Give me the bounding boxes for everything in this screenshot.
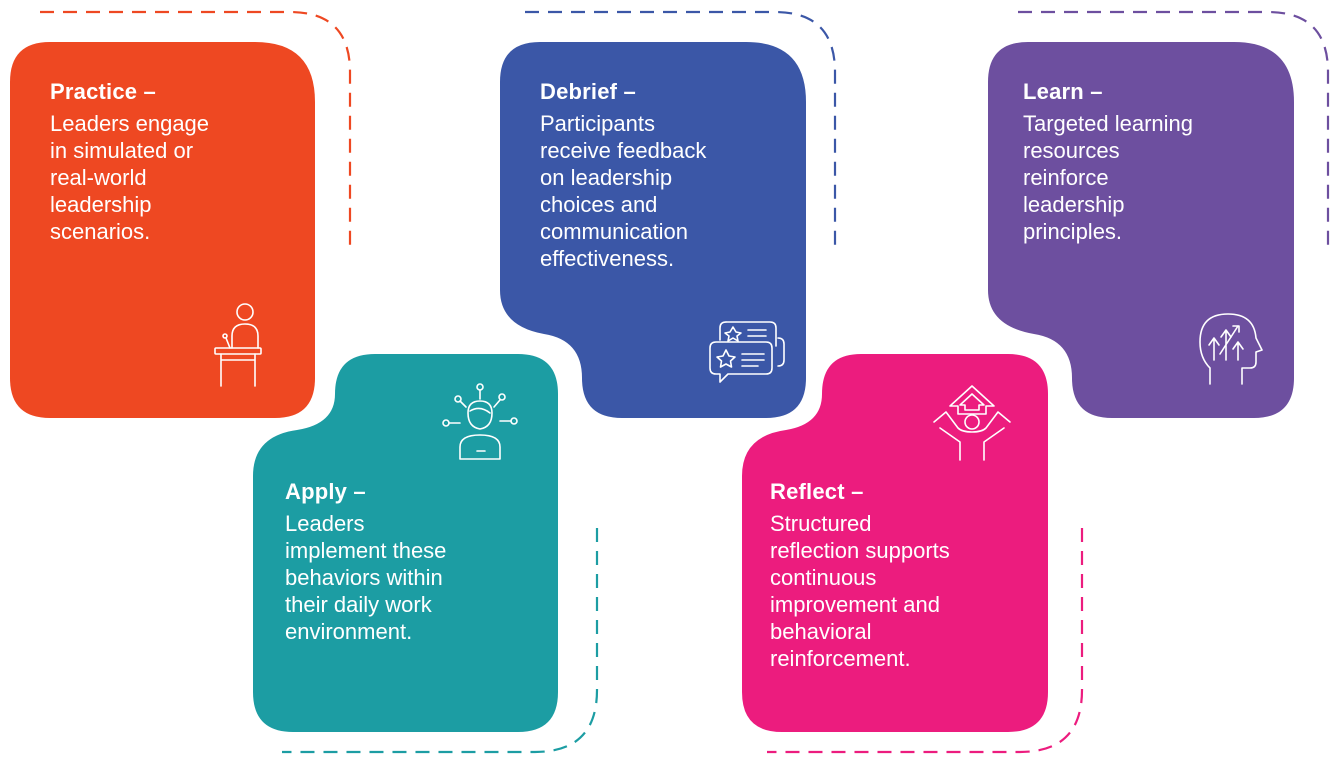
debrief-description: Participants receive feedback on leaders…	[540, 111, 707, 271]
learn-card-shape	[988, 42, 1294, 418]
apply-card-shape	[253, 354, 558, 732]
apply-dashed-frame	[282, 528, 599, 754]
debrief-card: Debrief – Participants receive feedback …	[540, 78, 790, 272]
apply-description: Leaders implement these behaviors within…	[285, 511, 447, 644]
reflect-dashed-frame	[767, 528, 1084, 754]
practice-card: Practice – Leaders engage in simulated o…	[50, 78, 300, 245]
learn-description: Targeted learning resources reinforce le…	[1023, 111, 1194, 244]
learn-title: Learn –	[1023, 79, 1103, 104]
feedback-chat-icon	[708, 318, 788, 384]
practice-description: Leaders engage in simulated or real-worl…	[50, 111, 210, 244]
apply-title: Apply –	[285, 479, 366, 504]
learn-dashed-frame	[1018, 10, 1330, 245]
reflect-card: Reflect – Structured reflection supports…	[770, 478, 1040, 672]
reflect-card-shape	[742, 354, 1048, 732]
learn-card: Learn – Targeted learning resources rein…	[1023, 78, 1283, 245]
reflect-title: Reflect –	[770, 479, 864, 504]
practice-card-shape	[10, 42, 315, 418]
practice-title: Practice –	[50, 79, 156, 104]
debrief-title: Debrief –	[540, 79, 636, 104]
debrief-card-shape	[500, 42, 806, 418]
podium-speaker-icon	[212, 302, 264, 388]
apply-card: Apply – Leaders implement these behavior…	[285, 478, 555, 645]
practice-dashed-frame	[40, 10, 352, 245]
reflect-description: Structured reflection supports continuou…	[770, 511, 950, 671]
head-arrows-icon	[1198, 310, 1264, 386]
debrief-dashed-frame	[525, 10, 837, 245]
person-growth-icon	[932, 384, 1012, 464]
person-ideas-icon	[440, 383, 520, 465]
